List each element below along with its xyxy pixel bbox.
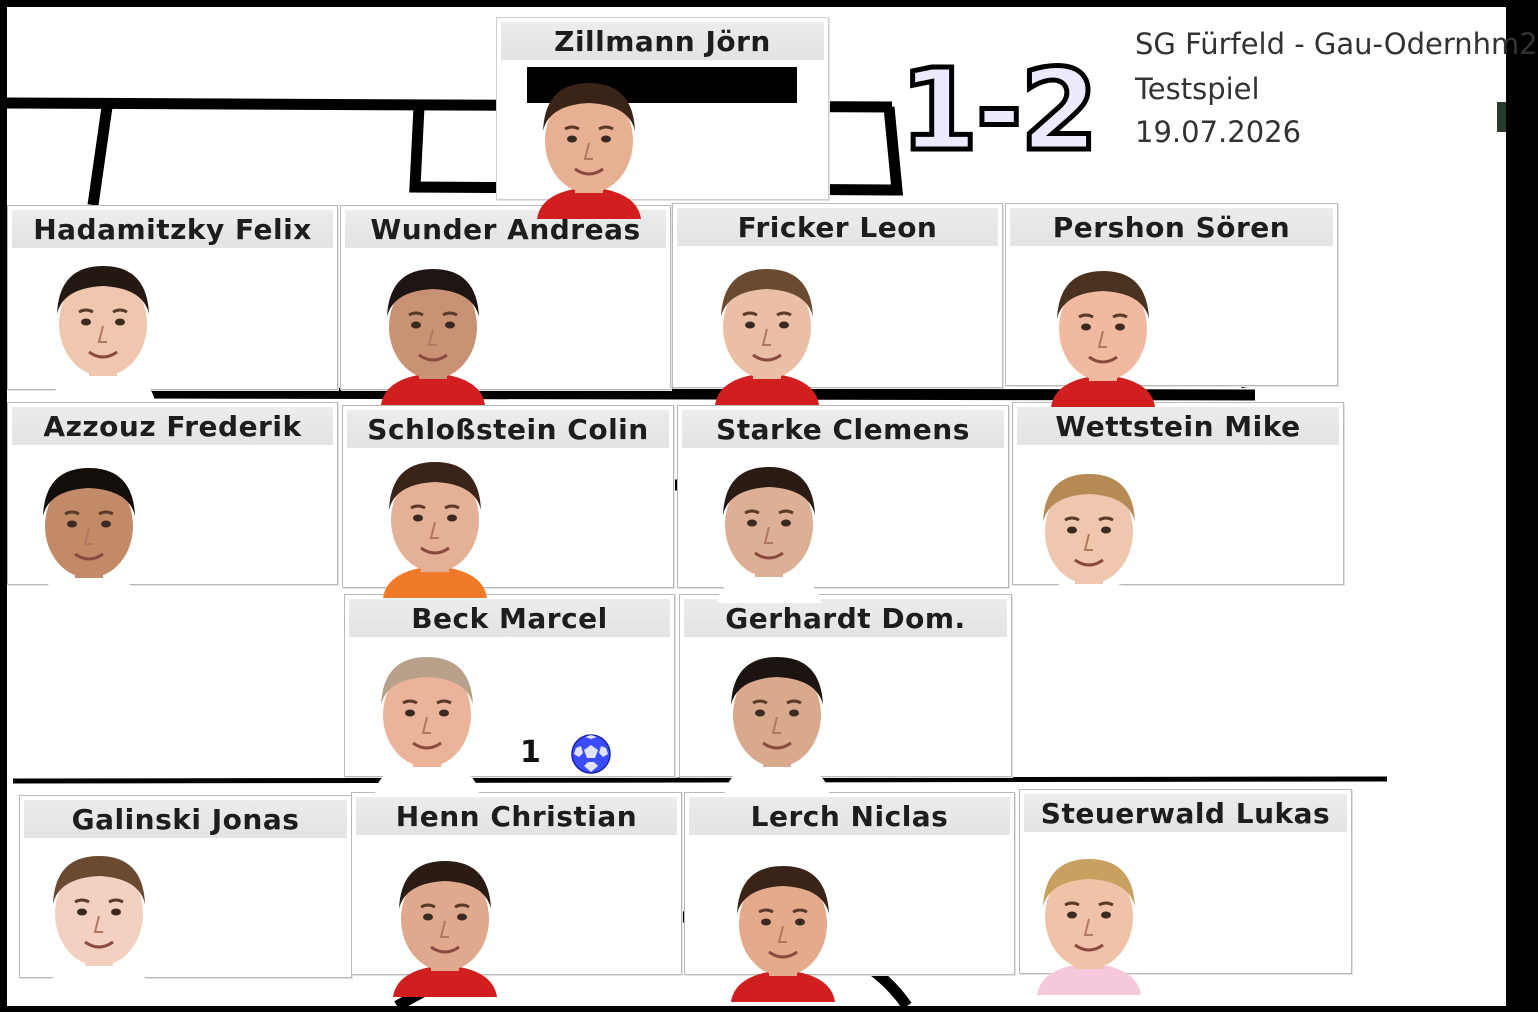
- player-photo-sub3: [713, 852, 853, 1002]
- match-teams: SG Fürfeld - Gau-Odernhm2: [1135, 27, 1538, 61]
- player-photo-icon: [383, 462, 487, 598]
- player-photo-fw1: [357, 643, 497, 793]
- player-name: Wunder Andreas: [345, 210, 666, 248]
- player-photo-icon: [537, 83, 641, 219]
- player-photo-icon: [393, 861, 497, 997]
- goal-count: 1: [520, 735, 541, 770]
- match-score: 1-2: [897, 46, 1100, 176]
- player-name: Starke Clemens: [682, 410, 1004, 448]
- player-name: Galinski Jonas: [24, 800, 347, 838]
- player-name: Fricker Leon: [677, 208, 998, 246]
- player-photo-def2: [363, 255, 503, 405]
- player-name: Beck Marcel: [349, 599, 670, 637]
- player-photo-icon: [375, 657, 479, 793]
- player-photo-icon: [1037, 474, 1141, 610]
- player-photo-icon: [51, 266, 155, 402]
- player-photo-icon: [731, 866, 835, 1002]
- player-photo-sub1: [29, 842, 169, 992]
- player-name: Zillmann Jörn: [501, 22, 824, 60]
- player-photo-icon: [717, 467, 821, 603]
- player-photo-icon: [37, 468, 141, 604]
- player-card-def4[interactable]: Pershon Sören: [1005, 203, 1338, 386]
- player-name: Gerhardt Dom.: [684, 599, 1007, 637]
- player-card-sub2[interactable]: Henn Christian: [351, 792, 682, 975]
- player-name: Azzouz Frederik: [12, 407, 333, 445]
- player-name: Steuerwald Lukas: [1024, 794, 1347, 832]
- player-photo-def3: [697, 255, 837, 405]
- match-type: Testspiel: [1135, 72, 1260, 106]
- player-photo-sub2: [375, 847, 515, 997]
- player-photo-sub4: [1019, 845, 1159, 995]
- player-photo-icon: [715, 269, 819, 405]
- player-photo-mid2: [365, 448, 505, 598]
- player-photo-def1: [33, 252, 173, 402]
- player-photo-icon: [725, 657, 829, 793]
- lineup-board: Zillmann Jörn 1-2 SG Fürfeld - Gau-Odern…: [6, 7, 1538, 1011]
- player-name: Pershon Sören: [1010, 208, 1333, 246]
- player-photo-def4: [1033, 257, 1173, 407]
- player-name: Hadamitzky Felix: [12, 210, 333, 248]
- player-photo-icon: [1051, 271, 1155, 407]
- player-name: Henn Christian: [356, 797, 677, 835]
- soccer-ball-icon: [570, 733, 612, 779]
- player-photo-mid3: [699, 453, 839, 603]
- player-photo-icon: [381, 269, 485, 405]
- player-photo-mid1: [19, 454, 159, 604]
- player-photo-mid4: [1019, 460, 1159, 610]
- player-name: Wettstein Mike: [1017, 407, 1339, 445]
- player-name: Schloßstein Colin: [347, 410, 669, 448]
- player-photo-icon: [1037, 859, 1141, 995]
- player-card-def1[interactable]: Hadamitzky Felix: [7, 205, 338, 390]
- player-photo-gk: [519, 69, 659, 219]
- match-date: 19.07.2026: [1135, 115, 1302, 149]
- player-photo-fw2: [707, 643, 847, 793]
- player-name: Lerch Niclas: [689, 797, 1010, 835]
- player-card-sub3[interactable]: Lerch Niclas: [684, 792, 1015, 975]
- player-photo-icon: [47, 856, 151, 992]
- player-card-fw1[interactable]: Beck Marcel: [344, 594, 675, 777]
